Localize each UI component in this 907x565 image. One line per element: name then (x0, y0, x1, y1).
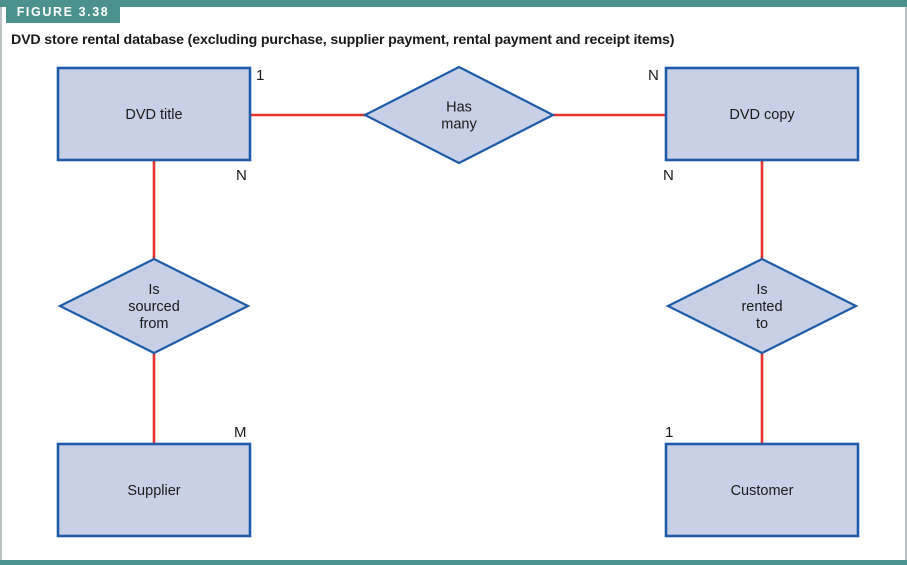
entity-supplier[interactable]: Supplier (56, 442, 252, 538)
relationship-diamond (665, 257, 859, 355)
relationship-diamond (362, 65, 556, 165)
entity-label: Supplier (127, 483, 180, 499)
figure-number-label: FIGURE 3.38 (16, 4, 110, 19)
top-rule (0, 0, 907, 7)
entity-box (664, 66, 860, 162)
relationship-label-line: Is (756, 282, 767, 298)
cardinality-dvd-copy-bottom-left: N (663, 167, 674, 184)
relationship-label-line: to (756, 316, 768, 332)
entity-dvd-title[interactable]: DVD title (56, 66, 252, 162)
cardinality-dvd-copy-top-left: N (648, 67, 659, 84)
cardinality-supplier-top-right: M (234, 424, 247, 441)
entity-box (56, 442, 252, 538)
entity-label: DVD copy (729, 107, 795, 123)
relationship-label-line: many (441, 117, 477, 133)
right-border (905, 7, 907, 560)
entity-dvd-copy[interactable]: DVD copy (664, 66, 860, 162)
relationship-label-line: Has (446, 100, 472, 116)
entity-customer[interactable]: Customer (664, 442, 860, 538)
entity-label: DVD title (125, 107, 182, 123)
relationship-label-line: from (140, 316, 169, 332)
entity-label: Customer (731, 483, 794, 499)
relationship-label-line: Is (148, 282, 159, 298)
cardinality-customer-top-left: 1 (665, 424, 673, 441)
figure-number-badge: FIGURE 3.38 (6, 0, 120, 23)
relationship-label-line: rented (741, 299, 782, 315)
left-border (0, 7, 2, 560)
connectors-layer (152, 113, 764, 444)
relationship-diamond (57, 257, 251, 355)
entity-box (664, 442, 860, 538)
relationship-label-line: sourced (128, 299, 180, 315)
entity-box (56, 66, 252, 162)
cardinality-dvd-title-top-right: 1 (256, 67, 264, 84)
bottom-rule (0, 560, 907, 565)
figure-caption: DVD store rental database (excluding pur… (11, 32, 675, 48)
cardinality-dvd-title-bottom-right: N (236, 167, 247, 184)
